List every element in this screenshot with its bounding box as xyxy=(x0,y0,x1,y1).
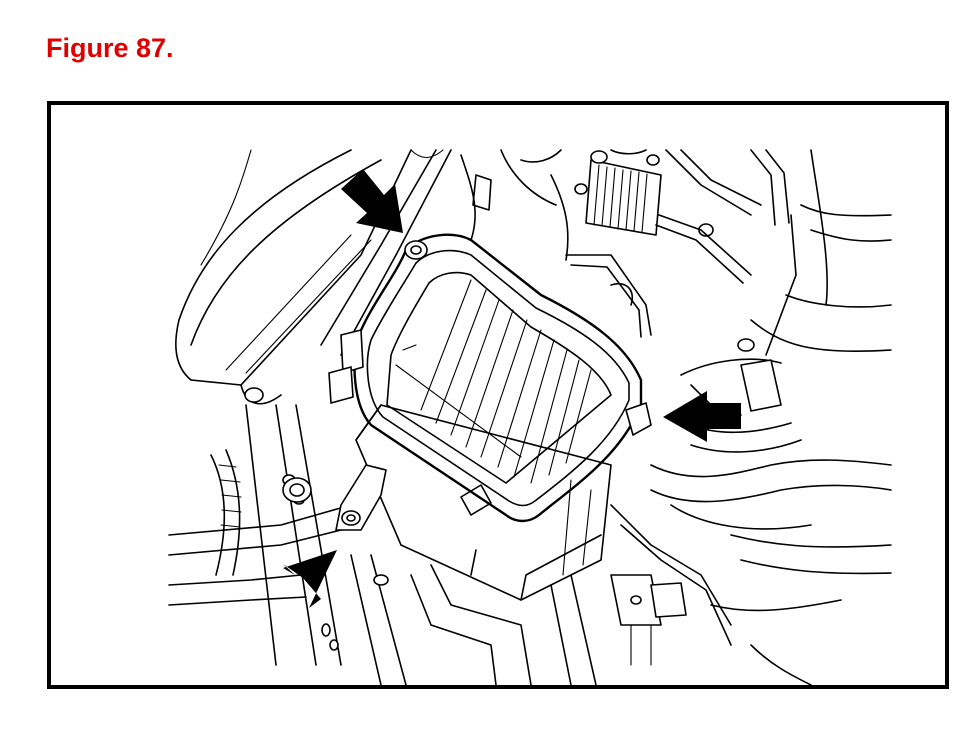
arrow-bottom-left xyxy=(283,550,337,608)
fender-panel xyxy=(175,149,452,405)
engine-bay-line-drawing xyxy=(168,149,892,685)
arrow-right xyxy=(663,391,741,442)
arrow-top-left xyxy=(341,169,403,233)
air-cleaner-case xyxy=(328,233,652,601)
figure-caption: Figure 87. xyxy=(46,33,174,63)
callout-arrows xyxy=(283,169,741,608)
engine-components-upper-right xyxy=(460,149,892,453)
frame-rail xyxy=(168,404,407,685)
engine-components-lower-right xyxy=(410,384,892,685)
figure-frame xyxy=(47,101,949,689)
